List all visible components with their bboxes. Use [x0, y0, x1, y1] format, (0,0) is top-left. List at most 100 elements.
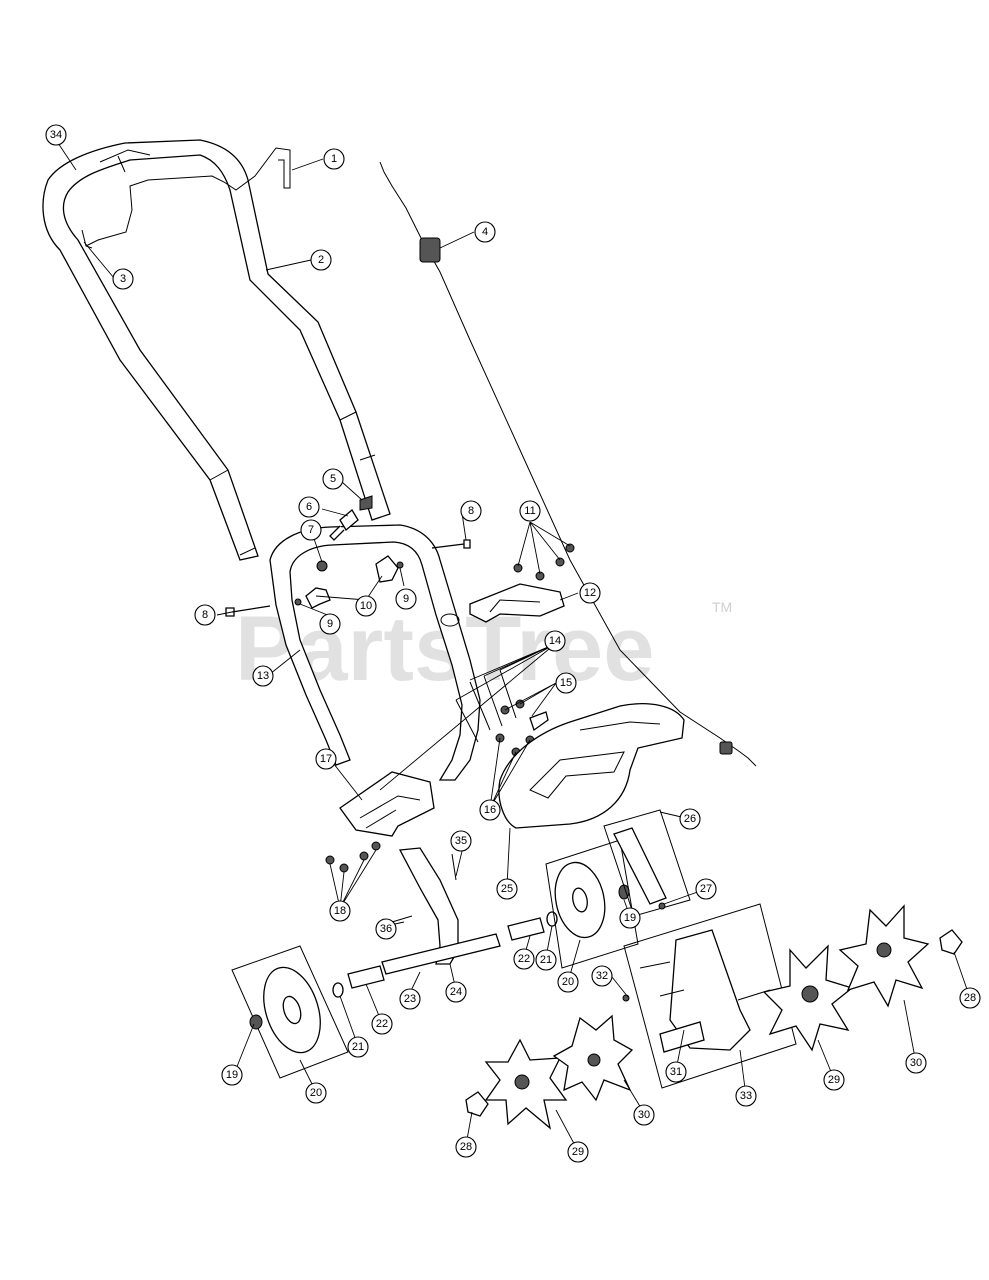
svg-text:28: 28: [460, 1141, 472, 1153]
svg-text:22: 22: [518, 953, 530, 965]
control-wire: [81, 147, 291, 249]
svg-text:12: 12: [584, 587, 596, 599]
callout-7: 7: [300, 519, 322, 541]
callout-19-right: 19: [619, 907, 641, 929]
leader-lines: [55, 139, 971, 1152]
svg-text:32: 32: [596, 970, 608, 982]
svg-text:20: 20: [562, 976, 574, 988]
upper-handle: [42, 139, 391, 561]
svg-text:27: 27: [700, 883, 712, 895]
svg-text:25: 25: [501, 883, 513, 895]
callout-9-left: 9: [319, 613, 341, 635]
svg-text:6: 6: [306, 501, 312, 513]
wheel-left: [231, 945, 349, 1079]
callout-31: 31: [665, 1061, 687, 1083]
callout-14: 14: [544, 630, 566, 652]
svg-text:33: 33: [740, 1090, 752, 1102]
svg-text:31: 31: [670, 1066, 682, 1078]
svg-text:36: 36: [380, 923, 392, 935]
callout-35: 35: [450, 830, 472, 852]
callout-22-left: 22: [371, 1013, 393, 1035]
svg-text:34: 34: [50, 129, 62, 141]
svg-text:19: 19: [226, 1069, 238, 1081]
callout-3: 3: [112, 268, 134, 290]
fuel-guard: [603, 809, 691, 917]
svg-text:30: 30: [638, 1109, 650, 1121]
svg-text:3: 3: [120, 273, 126, 285]
callout-29-left: 29: [567, 1141, 589, 1163]
callout-26: 26: [679, 808, 701, 830]
callout-1: 1: [323, 148, 345, 170]
svg-text:7: 7: [308, 524, 314, 536]
callout-22-right: 22: [513, 948, 535, 970]
callout-21-right: 21: [535, 949, 557, 971]
svg-text:1: 1: [331, 153, 337, 165]
svg-text:30: 30: [910, 1057, 922, 1069]
svg-text:16: 16: [484, 804, 496, 816]
handle-bracket: [469, 543, 575, 623]
svg-text:21: 21: [352, 1041, 364, 1053]
callout-30-left: 30: [633, 1104, 655, 1126]
svg-text:26: 26: [684, 813, 696, 825]
svg-text:23: 23: [404, 993, 416, 1005]
callout-33: 33: [735, 1085, 757, 1107]
callout-12: 12: [579, 582, 601, 604]
callout-36: 36: [375, 918, 397, 940]
callout-6: 6: [298, 496, 320, 518]
callout-5: 5: [322, 468, 344, 490]
svg-text:14: 14: [549, 635, 561, 647]
callout-8-left: 8: [194, 604, 216, 626]
callout-9-right: 9: [395, 588, 417, 610]
svg-text:4: 4: [482, 226, 488, 238]
callout-28-right: 28: [959, 987, 981, 1009]
svg-text:15: 15: [560, 677, 572, 689]
svg-text:13: 13: [257, 670, 269, 682]
callout-8-right: 8: [460, 500, 482, 522]
callout-21-left: 21: [347, 1036, 369, 1058]
tine-assembly-right: [762, 904, 963, 1052]
svg-text:9: 9: [327, 618, 333, 630]
callout-30-right: 30: [905, 1052, 927, 1074]
callout-20-left: 20: [305, 1082, 327, 1104]
callout-25: 25: [496, 878, 518, 900]
tine-assembly-left: [465, 1014, 634, 1130]
svg-text:11: 11: [524, 505, 535, 517]
callout-4: 4: [474, 221, 496, 243]
callout-17: 17: [315, 748, 337, 770]
callout-10: 10: [355, 595, 377, 617]
mount-bracket: [325, 771, 435, 873]
svg-text:28: 28: [964, 992, 976, 1004]
svg-text:9: 9: [403, 593, 409, 605]
callout-11: 11: [519, 500, 541, 522]
svg-text:17: 17: [320, 753, 332, 765]
callout-32: 32: [591, 965, 613, 987]
throttle-cable: [379, 161, 757, 767]
wheel-right: [545, 839, 639, 969]
svg-text:2: 2: [318, 254, 324, 266]
callout-16: 16: [479, 799, 501, 821]
svg-text:10: 10: [360, 600, 372, 612]
callout-24: 24: [445, 981, 467, 1003]
callout-18: 18: [329, 900, 351, 922]
tine-shield: [498, 703, 685, 829]
svg-text:29: 29: [572, 1146, 584, 1158]
svg-text:24: 24: [450, 986, 462, 998]
callout-28-left: 28: [455, 1136, 477, 1158]
svg-text:20: 20: [310, 1087, 322, 1099]
callout-20-right: 20: [557, 971, 579, 993]
svg-text:21: 21: [540, 954, 552, 966]
svg-text:19: 19: [624, 912, 636, 924]
svg-text:29: 29: [828, 1074, 840, 1086]
callout-19-left: 19: [221, 1064, 243, 1086]
svg-text:5: 5: [330, 473, 336, 485]
callout-34: 34: [45, 124, 67, 146]
callout-29-right: 29: [823, 1069, 845, 1091]
callout-27: 27: [695, 878, 717, 900]
callout-13: 13: [252, 665, 274, 687]
callout-15: 15: [555, 672, 577, 694]
callout-23: 23: [399, 988, 421, 1010]
callout-2: 2: [310, 249, 332, 271]
svg-text:35: 35: [455, 835, 467, 847]
svg-text:22: 22: [376, 1018, 388, 1030]
